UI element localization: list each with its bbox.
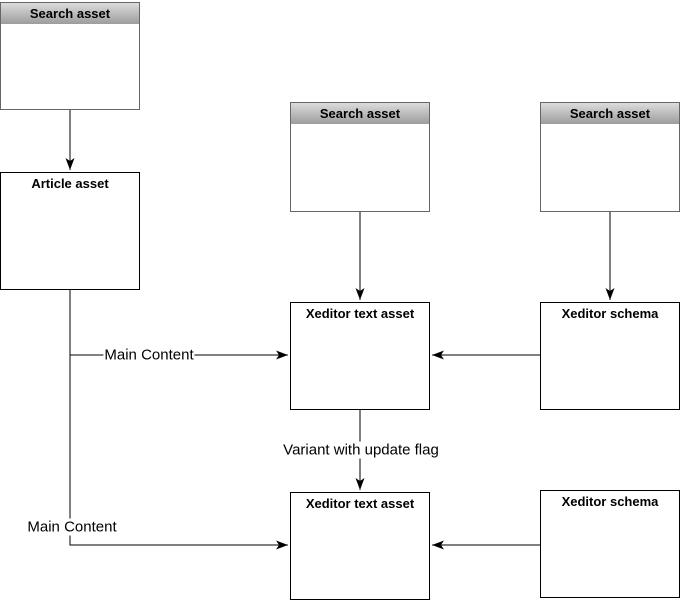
node-search-asset-3-header: Search asset bbox=[541, 103, 679, 125]
node-title: Search asset bbox=[319, 106, 401, 121]
node-xeditor-schema-2-body bbox=[541, 512, 679, 597]
node-search-asset-2: Search asset bbox=[290, 102, 430, 212]
edge-label-main-content-1: Main Content bbox=[103, 346, 195, 364]
node-title: Xeditor schema bbox=[561, 306, 659, 321]
node-search-asset-3-body bbox=[541, 124, 679, 211]
node-article-asset: Article asset bbox=[0, 172, 140, 290]
node-title: Xeditor schema bbox=[561, 494, 659, 509]
node-xeditor-text-asset-2-body bbox=[291, 514, 429, 599]
node-xeditor-schema-2-header: Xeditor schema bbox=[541, 491, 679, 513]
node-xeditor-text-asset-1-body bbox=[291, 324, 429, 409]
node-xeditor-text-asset-2: Xeditor text asset bbox=[290, 492, 430, 600]
node-search-asset-1: Search asset bbox=[0, 2, 140, 110]
node-article-asset-body bbox=[1, 194, 139, 289]
node-xeditor-schema-1-body bbox=[541, 324, 679, 409]
node-search-asset-2-header: Search asset bbox=[291, 103, 429, 125]
node-xeditor-schema-1-header: Xeditor schema bbox=[541, 303, 679, 325]
node-search-asset-1-body bbox=[1, 24, 139, 109]
node-search-asset-2-body bbox=[291, 124, 429, 211]
node-title: Search asset bbox=[569, 106, 651, 121]
edge-article-trunk-to-xeditor-text2 bbox=[69, 290, 288, 550]
node-xeditor-schema-2: Xeditor schema bbox=[540, 490, 680, 598]
edge-label-main-content-2: Main Content bbox=[26, 518, 118, 536]
node-search-asset-1-header: Search asset bbox=[1, 3, 139, 25]
node-title: Xeditor text asset bbox=[305, 496, 415, 511]
node-title: Search asset bbox=[29, 6, 111, 21]
node-title: Xeditor text asset bbox=[305, 306, 415, 321]
node-article-asset-header: Article asset bbox=[1, 173, 139, 195]
node-xeditor-text-asset-2-header: Xeditor text asset bbox=[291, 493, 429, 515]
edge-label-variant-with-update-flag: Variant with update flag bbox=[282, 441, 440, 459]
node-search-asset-3: Search asset bbox=[540, 102, 680, 212]
node-xeditor-schema-1: Xeditor schema bbox=[540, 302, 680, 410]
node-title: Article asset bbox=[31, 176, 109, 191]
node-xeditor-text-asset-1-header: Xeditor text asset bbox=[291, 303, 429, 325]
node-xeditor-text-asset-1: Xeditor text asset bbox=[290, 302, 430, 410]
